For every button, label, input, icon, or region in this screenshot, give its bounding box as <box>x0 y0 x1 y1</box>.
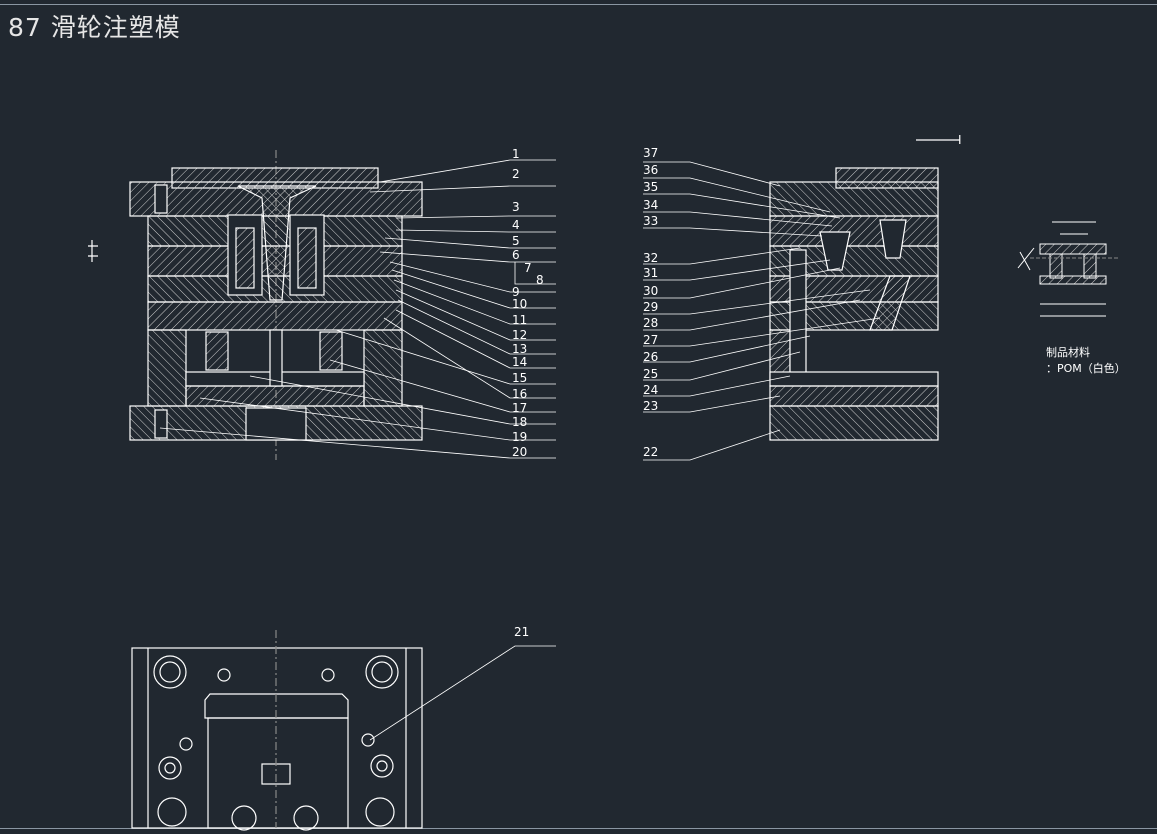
part-number-5: 5 <box>512 234 520 248</box>
part-number-19: 19 <box>512 430 527 444</box>
right-leader-lines <box>643 161 881 461</box>
left-section-view <box>88 150 423 460</box>
part-number-2: 2 <box>512 167 520 181</box>
drawing-title: 87 滑轮注塑模 <box>8 13 181 42</box>
part-number-36: 36 <box>643 163 658 177</box>
part-number-28: 28 <box>643 316 658 330</box>
drawing-frame-top <box>0 4 1157 5</box>
part-number-7: 7 <box>524 261 532 275</box>
left-leader-lines <box>159 159 556 459</box>
material-note-line2: ：POM（白色） <box>1046 362 1126 375</box>
part-number-17: 17 <box>512 401 527 415</box>
part-number-18: 18 <box>512 415 527 429</box>
part-number-30: 30 <box>643 284 658 298</box>
part-number-22: 22 <box>643 445 658 459</box>
part-number-31: 31 <box>643 266 658 280</box>
part-detail-view <box>1017 221 1120 317</box>
material-note-line1: 制品材料 <box>1046 346 1090 359</box>
part-number-34: 34 <box>643 198 658 212</box>
part-number-labels: 1234567891011121314151617181920373635343… <box>512 133 962 639</box>
part-number-9: 9 <box>512 285 520 299</box>
part-number-14: 14 <box>512 355 527 369</box>
part-number-32: 32 <box>643 251 658 265</box>
part-number-23: 23 <box>643 399 658 413</box>
part-number-3: 3 <box>512 200 520 214</box>
part-number-29: 29 <box>643 300 658 314</box>
part-number-21: 21 <box>514 625 529 639</box>
part-number-12: 12 <box>512 328 527 342</box>
part-number-24: 24 <box>643 383 658 397</box>
part-number-13: 13 <box>512 342 527 356</box>
part-number-1: 1 <box>512 147 520 161</box>
part-number-33: 33 <box>643 214 658 228</box>
part-number-15: 15 <box>512 371 527 385</box>
part-number-25: 25 <box>643 367 658 381</box>
section-mark-right: I <box>958 133 962 147</box>
part-number-6: 6 <box>512 248 520 262</box>
part-number-35: 35 <box>643 180 658 194</box>
part-number-20: 20 <box>512 445 527 459</box>
drawing-frame-bottom <box>0 828 1157 829</box>
part-number-10: 10 <box>512 297 527 311</box>
part-number-37: 37 <box>643 146 658 160</box>
bottom-plan-view <box>131 630 423 831</box>
part-number-8: 8 <box>536 273 544 287</box>
part-number-16: 16 <box>512 387 527 401</box>
bottom-leader-line <box>369 645 556 741</box>
part-number-27: 27 <box>643 333 658 347</box>
right-section-view <box>769 139 960 441</box>
part-number-4: 4 <box>512 218 520 232</box>
part-number-26: 26 <box>643 350 658 364</box>
part-number-11: 11 <box>512 313 527 327</box>
